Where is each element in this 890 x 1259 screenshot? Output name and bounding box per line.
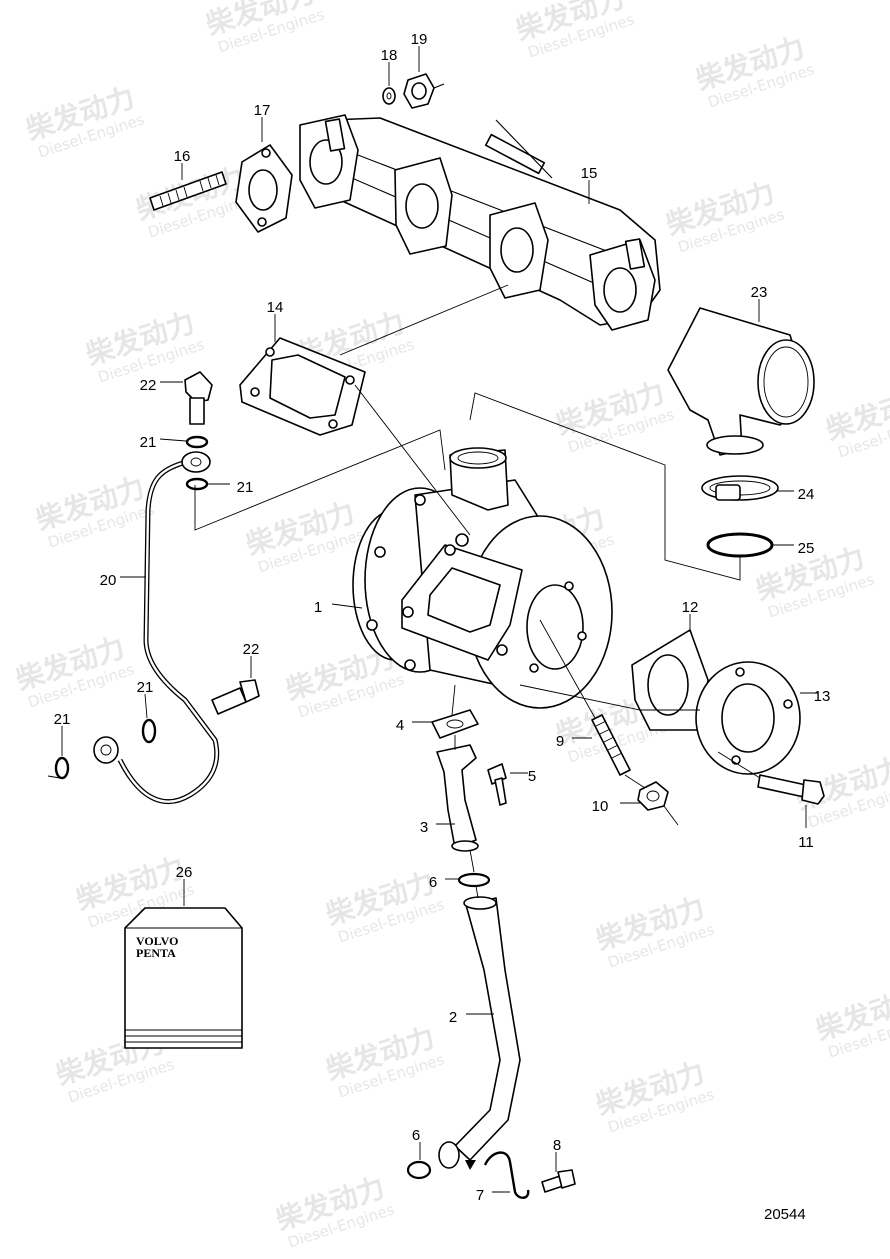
oil-return-elbow bbox=[436, 744, 479, 852]
callout-label-8: 8 bbox=[553, 1137, 561, 1154]
callout-label-22b: 22 bbox=[243, 641, 260, 658]
callout-label-21d: 21 bbox=[54, 711, 71, 728]
screw bbox=[487, 763, 507, 806]
exhaust-manifold bbox=[299, 114, 661, 331]
washer-and-nut bbox=[382, 73, 445, 109]
callout-label-4: 4 bbox=[396, 717, 404, 734]
callout-leader-21a bbox=[159, 438, 187, 442]
callout-label-6a: 6 bbox=[429, 874, 437, 891]
callout-label-21b: 21 bbox=[237, 479, 254, 496]
callout-label-18: 18 bbox=[381, 47, 398, 64]
manual-brand-line2: PENTA bbox=[136, 946, 176, 960]
callout-layer: 1234566789101112131415161718192021212121… bbox=[54, 31, 831, 1204]
callout-label-19: 19 bbox=[411, 31, 428, 48]
o-ring-small-upper bbox=[457, 872, 491, 888]
callout-label-15: 15 bbox=[581, 165, 598, 182]
callout-label-12: 12 bbox=[682, 599, 699, 616]
diagram-number: 20544 bbox=[764, 1206, 806, 1223]
o-ring-large bbox=[706, 532, 774, 558]
callout-label-7: 7 bbox=[476, 1187, 484, 1204]
callout-label-3: 3 bbox=[420, 819, 428, 836]
callout-label-14: 14 bbox=[267, 299, 284, 316]
clip-screw bbox=[541, 1169, 576, 1193]
callout-leader-21c bbox=[144, 693, 148, 719]
callout-label-17: 17 bbox=[254, 102, 271, 119]
callout-label-25: 25 bbox=[798, 540, 815, 557]
stud-long bbox=[591, 714, 631, 776]
o-ring-small-lower bbox=[406, 1160, 432, 1180]
callout-label-21c: 21 bbox=[137, 679, 154, 696]
stud bbox=[149, 171, 227, 211]
oil-return-pipe bbox=[438, 896, 521, 1169]
callout-leader-1 bbox=[331, 603, 363, 609]
callout-label-21a: 21 bbox=[140, 434, 157, 451]
callout-label-22a: 22 bbox=[140, 377, 157, 394]
manual-brand-line1: VOLVO bbox=[136, 934, 178, 948]
callout-label-10: 10 bbox=[592, 798, 609, 815]
exhaust-elbow bbox=[667, 307, 815, 456]
callout-label-23: 23 bbox=[751, 284, 768, 301]
sealing-washers bbox=[54, 435, 209, 780]
callout-label-11: 11 bbox=[798, 834, 814, 851]
turbo-flange-gasket bbox=[239, 337, 366, 436]
workshop-manual: VOLVO PENTA bbox=[124, 907, 243, 1049]
callout-label-5: 5 bbox=[528, 768, 536, 785]
turbine-outlet-gasket bbox=[631, 629, 709, 731]
manifold-gasket bbox=[235, 144, 293, 233]
pipe-clip bbox=[465, 1151, 530, 1199]
callout-label-13: 13 bbox=[814, 688, 831, 705]
oil-return-gasket bbox=[431, 709, 479, 739]
outlet-flange bbox=[695, 661, 801, 775]
callout-label-1: 1 bbox=[314, 599, 322, 616]
callout-label-26: 26 bbox=[176, 864, 193, 881]
callout-label-16: 16 bbox=[174, 148, 191, 165]
banjo-bolt-upper bbox=[184, 371, 213, 425]
hose-clamp bbox=[701, 475, 779, 501]
callout-label-2: 2 bbox=[449, 1009, 457, 1026]
turbocharger bbox=[352, 447, 613, 709]
callout-label-6b: 6 bbox=[412, 1127, 420, 1144]
bolt bbox=[757, 774, 825, 805]
callout-label-20: 20 bbox=[100, 572, 117, 589]
oil-feed-pipe bbox=[93, 451, 220, 805]
callout-label-24: 24 bbox=[798, 486, 815, 503]
banjo-bolt-lower bbox=[211, 679, 260, 715]
reference-lines bbox=[47, 284, 761, 899]
callout-label-9: 9 bbox=[556, 733, 564, 750]
